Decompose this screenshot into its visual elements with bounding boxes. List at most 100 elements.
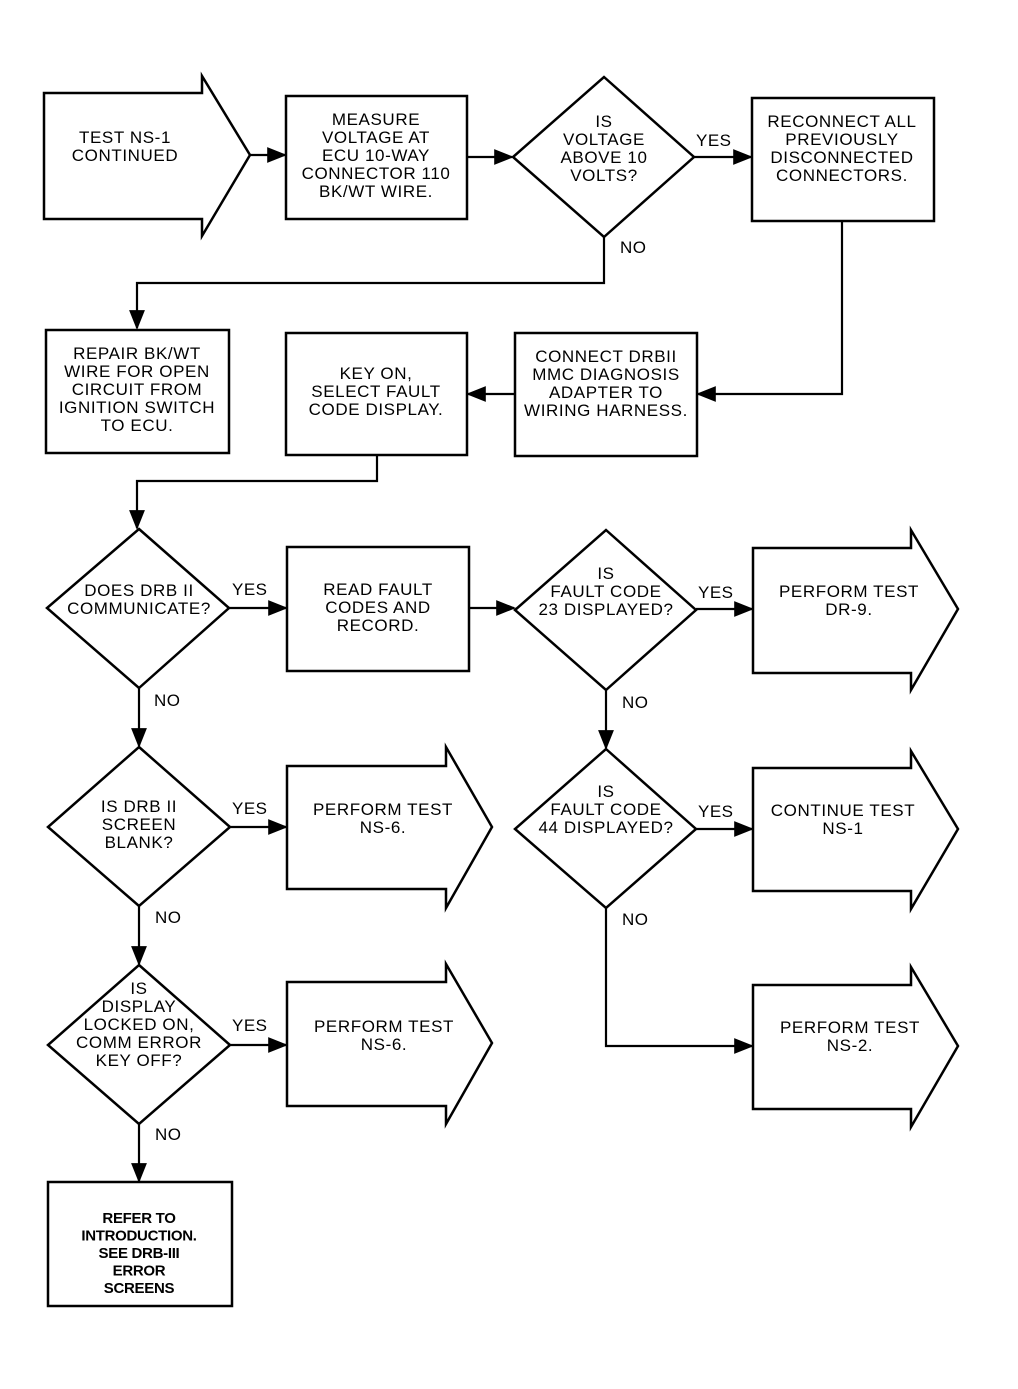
- refer-box: [46, 1180, 234, 1308]
- edge-voltage-no: [129, 237, 606, 330]
- test-ns2-text-line: NS-2.: [827, 1036, 873, 1055]
- screen-blank-question-text-line: BLANK?: [105, 833, 174, 852]
- code44-question-text-line: 44 DISPLAYED?: [538, 818, 673, 837]
- refer-text-line: SCREENS: [104, 1280, 175, 1297]
- voltage-question-text-line: IS: [595, 112, 612, 131]
- measure-text-line: ECU 10-WAY: [322, 146, 430, 165]
- code23-question-text-line: 23 DISPLAYED?: [538, 600, 673, 619]
- reconnect-text-line: PREVIOUSLY: [785, 130, 898, 149]
- repair-text-line: IGNITION SWITCH: [59, 398, 215, 417]
- key-on-text-line: SELECT FAULT: [311, 382, 440, 401]
- blank-yes-label: YES: [232, 799, 268, 818]
- read-codes-text-line: CODES AND: [325, 598, 431, 617]
- connect-text-line: ADAPTER TO: [549, 383, 663, 402]
- display-locked-question-text-line: IS: [130, 979, 147, 998]
- test-ns6-arrow-second: [285, 959, 494, 1129]
- test-ns6-text-line: PERFORM TEST: [313, 800, 453, 819]
- screen-blank-question-text-line: IS DRB II: [101, 797, 177, 816]
- start-arrow: [42, 71, 252, 241]
- code23-question-text-line: FAULT CODE: [550, 582, 661, 601]
- refer-text-line: ERROR: [113, 1263, 166, 1280]
- measure-text-line: CONNECTOR 110: [302, 164, 451, 183]
- locked-no-label: NO: [155, 1125, 182, 1144]
- test-ns6-text-line: NS-6.: [360, 818, 406, 837]
- repair-text-line: WIRE FOR OPEN: [64, 362, 210, 381]
- refer-text-line: SEE DRB-III: [99, 1245, 180, 1262]
- communicate-yes-label: YES: [232, 580, 268, 599]
- reconnect-text-line: RECONNECT ALL: [767, 112, 916, 131]
- test-dr9-text-line: PERFORM TEST: [779, 582, 919, 601]
- voltage-no-label: NO: [620, 238, 647, 257]
- connect-text-line: CONNECT DRBII: [535, 347, 677, 366]
- communicate-question-text-line: DOES DRB II: [84, 581, 194, 600]
- measure-box: [284, 94, 469, 221]
- test-ns2-text-line: PERFORM TEST: [780, 1018, 920, 1037]
- test-ns2-arrow: [751, 962, 960, 1132]
- test-dr9-text-line: DR-9.: [825, 600, 872, 619]
- connect-text-line: MMC DIAGNOSIS: [532, 365, 680, 384]
- code44-no-label: NO: [622, 910, 649, 929]
- code44-question-text-line: IS: [597, 782, 614, 801]
- repair-text-line: REPAIR BK/WT: [73, 344, 201, 363]
- refer-text-line: INTRODUCTION.: [81, 1228, 196, 1245]
- reconnect-text-line: CONNECTORS.: [776, 166, 908, 185]
- code23-yes-label: YES: [698, 583, 734, 602]
- continue-ns1-arrow: [751, 746, 960, 914]
- voltage-yes-label: YES: [696, 131, 732, 150]
- locked-yes-label: YES: [232, 1016, 268, 1035]
- blank-no-label: NO: [155, 908, 182, 927]
- continue-ns1-text-line: NS-1: [822, 819, 863, 838]
- voltage-question-text-line: VOLTS?: [570, 166, 638, 185]
- display-locked-question-text-line: KEY OFF?: [96, 1051, 183, 1070]
- connect-box: [513, 331, 699, 458]
- test-dr9-arrow: [751, 525, 960, 695]
- continue-ns1-text-line: CONTINUE TEST: [771, 801, 915, 820]
- measure-text-line: BK/WT WIRE.: [319, 182, 433, 201]
- start-text-line: TEST NS-1: [79, 128, 171, 147]
- read-codes-box: [285, 545, 471, 673]
- code23-no-label: NO: [622, 693, 649, 712]
- refer-text-line: REFER TO: [102, 1210, 176, 1227]
- measure-text-line: MEASURE: [332, 110, 420, 129]
- screen-blank-question-text-line: SCREEN: [102, 815, 176, 834]
- code23-question-text-line: IS: [597, 564, 614, 583]
- repair-text-line: CIRCUIT FROM: [72, 380, 203, 399]
- reconnect-text-line: DISCONNECTED: [770, 148, 913, 167]
- voltage-question-text-line: ABOVE 10: [560, 148, 647, 167]
- display-locked-question-text-line: DISPLAY: [102, 997, 177, 1016]
- display-locked-question-text-line: COMM ERROR: [76, 1033, 202, 1052]
- test-ns6-arrow: [285, 742, 494, 913]
- test-ns6-second-text-line: PERFORM TEST: [314, 1017, 454, 1036]
- edge-reconnect-connect: [696, 221, 844, 402]
- read-codes-text-line: READ FAULT: [323, 580, 433, 599]
- repair-text-line: TO ECU.: [101, 416, 174, 435]
- measure-text-line: VOLTAGE AT: [322, 128, 430, 147]
- test-ns6-second-text-line: NS-6.: [361, 1035, 407, 1054]
- start-text-line: CONTINUED: [72, 146, 178, 165]
- repair-box: [44, 328, 231, 455]
- reconnect-box: [750, 96, 936, 223]
- edge-code44-no: [604, 908, 754, 1054]
- code44-question-text-line: FAULT CODE: [550, 800, 661, 819]
- communicate-no-label: NO: [154, 691, 181, 710]
- communicate-question-text-line: COMMUNICATE?: [67, 599, 211, 618]
- display-locked-question-text-line: LOCKED ON,: [84, 1015, 195, 1034]
